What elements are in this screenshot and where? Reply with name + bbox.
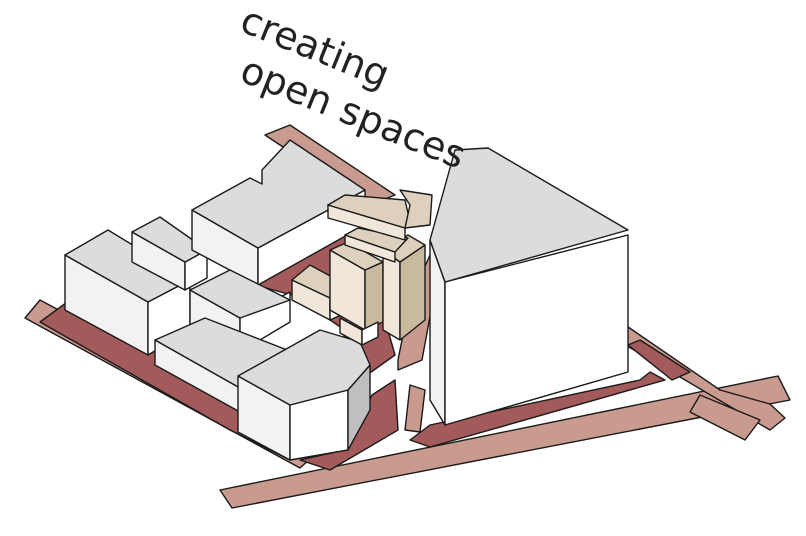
street-lower-curve <box>404 384 426 433</box>
new-block-mid <box>329 241 384 331</box>
plaza-right-front <box>409 371 666 448</box>
new-buildings <box>291 189 433 346</box>
existing-buildings <box>64 139 629 461</box>
new-block-lower-front <box>339 317 379 346</box>
plaza-right-side <box>627 339 691 381</box>
building-small-north <box>131 216 208 291</box>
new-block-top <box>327 189 433 241</box>
new-block-slab-upper <box>344 227 409 263</box>
building-corner-south <box>237 329 371 461</box>
building-large-tower <box>429 147 629 426</box>
street-main-diagonal <box>219 375 791 509</box>
street-right-cross <box>689 394 761 441</box>
annotation: creating open spaces <box>235 0 472 178</box>
